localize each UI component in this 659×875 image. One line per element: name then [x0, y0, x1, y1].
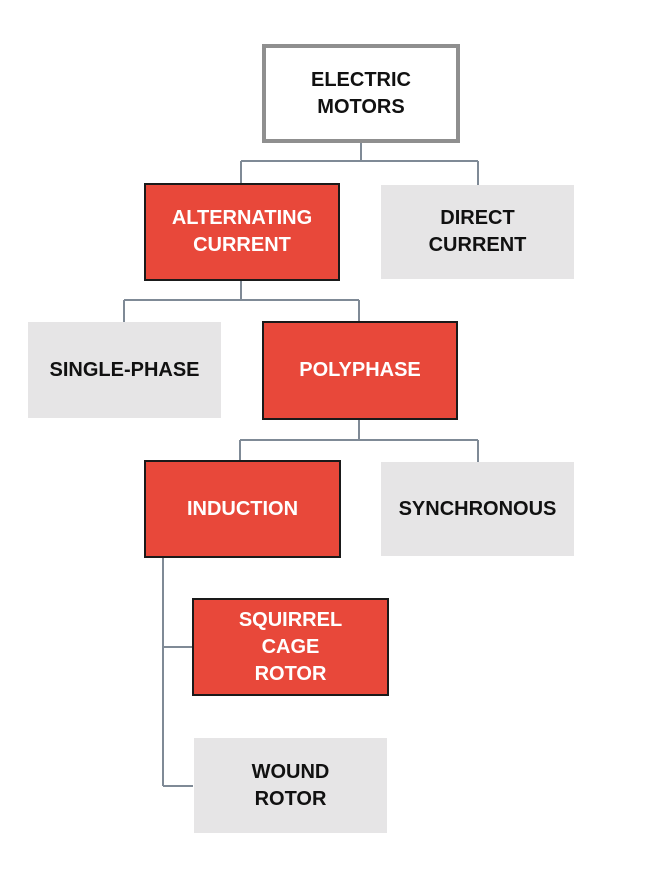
node-single-phase: SINGLE-PHASE: [28, 322, 221, 418]
node-squirrel-cage-rotor: SQUIRREL CAGE ROTOR: [192, 598, 389, 696]
node-induction: INDUCTION: [144, 460, 341, 558]
node-alternating-current: ALTERNATING CURRENT: [144, 183, 340, 281]
node-electric-motors: ELECTRIC MOTORS: [262, 44, 460, 143]
node-direct-current: DIRECT CURRENT: [381, 185, 574, 279]
connector-induction-children: [162, 557, 193, 787]
node-wound-rotor: WOUND ROTOR: [194, 738, 387, 833]
connector-ac-children: [123, 280, 360, 322]
connector-root-children: [240, 143, 479, 185]
connector-polyphase-children: [239, 420, 479, 462]
node-synchronous: SYNCHRONOUS: [381, 462, 574, 556]
node-polyphase: POLYPHASE: [262, 321, 458, 420]
